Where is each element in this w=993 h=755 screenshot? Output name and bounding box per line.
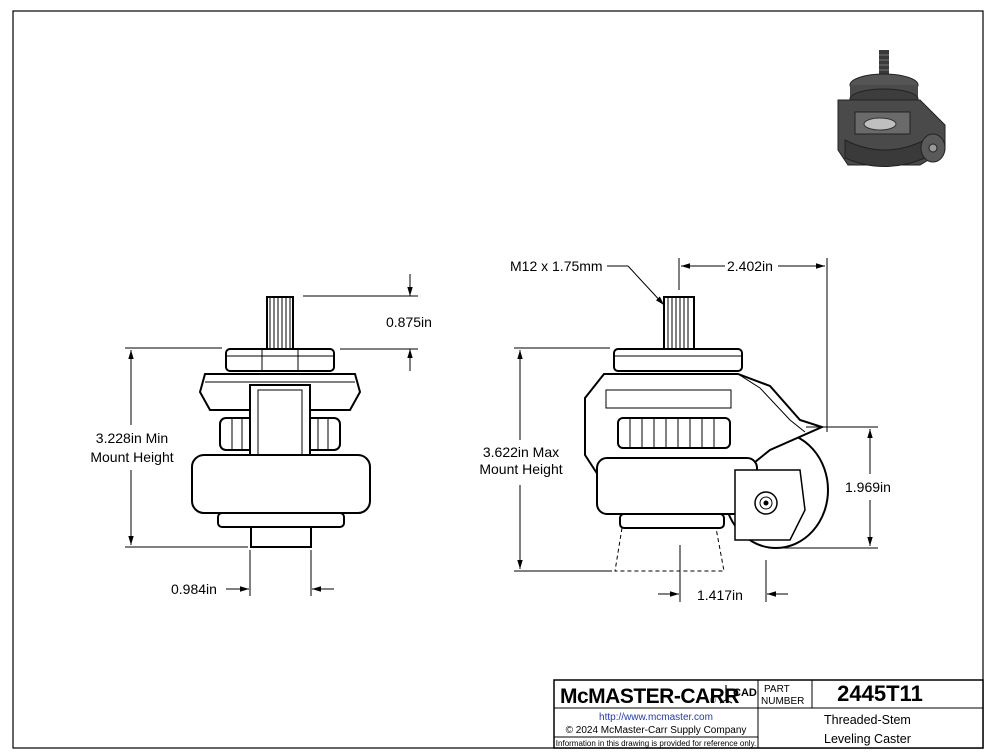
logo-registered-mark: ® bbox=[710, 696, 716, 705]
side-base-pad bbox=[596, 457, 758, 515]
dim-overall-width: 2.402in bbox=[727, 258, 773, 274]
cad-label: CAD bbox=[733, 687, 757, 699]
side-view bbox=[584, 296, 829, 572]
dim-max-height-label: Mount Height bbox=[479, 461, 562, 477]
hex-nut bbox=[225, 348, 335, 372]
dim-base-width: 0.984in bbox=[171, 581, 217, 597]
dim-thread-size: M12 x 1.75mm bbox=[510, 258, 603, 274]
dim-min-height-label: Mount Height bbox=[90, 449, 173, 465]
front-view bbox=[191, 296, 371, 548]
side-leveling-knob bbox=[617, 417, 731, 449]
threaded-stem bbox=[266, 296, 294, 350]
dim-wheel-offset: 1.417in bbox=[697, 587, 743, 603]
dim-max-height: 3.622in Max bbox=[483, 444, 559, 460]
description-line-2: Leveling Caster bbox=[824, 732, 911, 746]
copyright-text: © 2024 McMaster-Carr Supply Company bbox=[566, 725, 747, 736]
dim-wheel-diameter: 1.969in bbox=[845, 479, 891, 495]
dim-stem-length: 0.875in bbox=[386, 314, 432, 330]
isometric-preview bbox=[837, 50, 946, 167]
foot bbox=[250, 526, 312, 548]
part-number: 2445T11 bbox=[837, 681, 923, 706]
website-link[interactable]: http://www.mcmaster.com bbox=[599, 712, 713, 723]
disclaimer-text: Information in this drawing is provided … bbox=[556, 739, 756, 748]
cad-icon bbox=[719, 685, 733, 704]
side-hex-nut bbox=[613, 348, 743, 372]
number-label: NUMBER bbox=[761, 696, 804, 707]
side-threaded-stem bbox=[663, 296, 695, 350]
dim-min-height: 3.228in Min bbox=[96, 430, 168, 446]
sheet-border bbox=[12, 10, 984, 749]
max-extension-outline bbox=[614, 527, 725, 572]
base-pad bbox=[191, 454, 371, 514]
title-block: McMASTER-CARR ® CAD PART NUMBER 2445T11 … bbox=[553, 679, 984, 749]
side-dimensions: M12 x 1.75mm 2.402in 3.622in Max Mount H… bbox=[479, 258, 891, 603]
front-dimensions: 0.875in 3.228in Min Mount Height 0.984in bbox=[90, 274, 432, 597]
part-label: PART bbox=[764, 684, 790, 695]
brand-logo: McMASTER-CARR bbox=[560, 685, 739, 708]
description-line-1: Threaded-Stem bbox=[824, 713, 911, 727]
